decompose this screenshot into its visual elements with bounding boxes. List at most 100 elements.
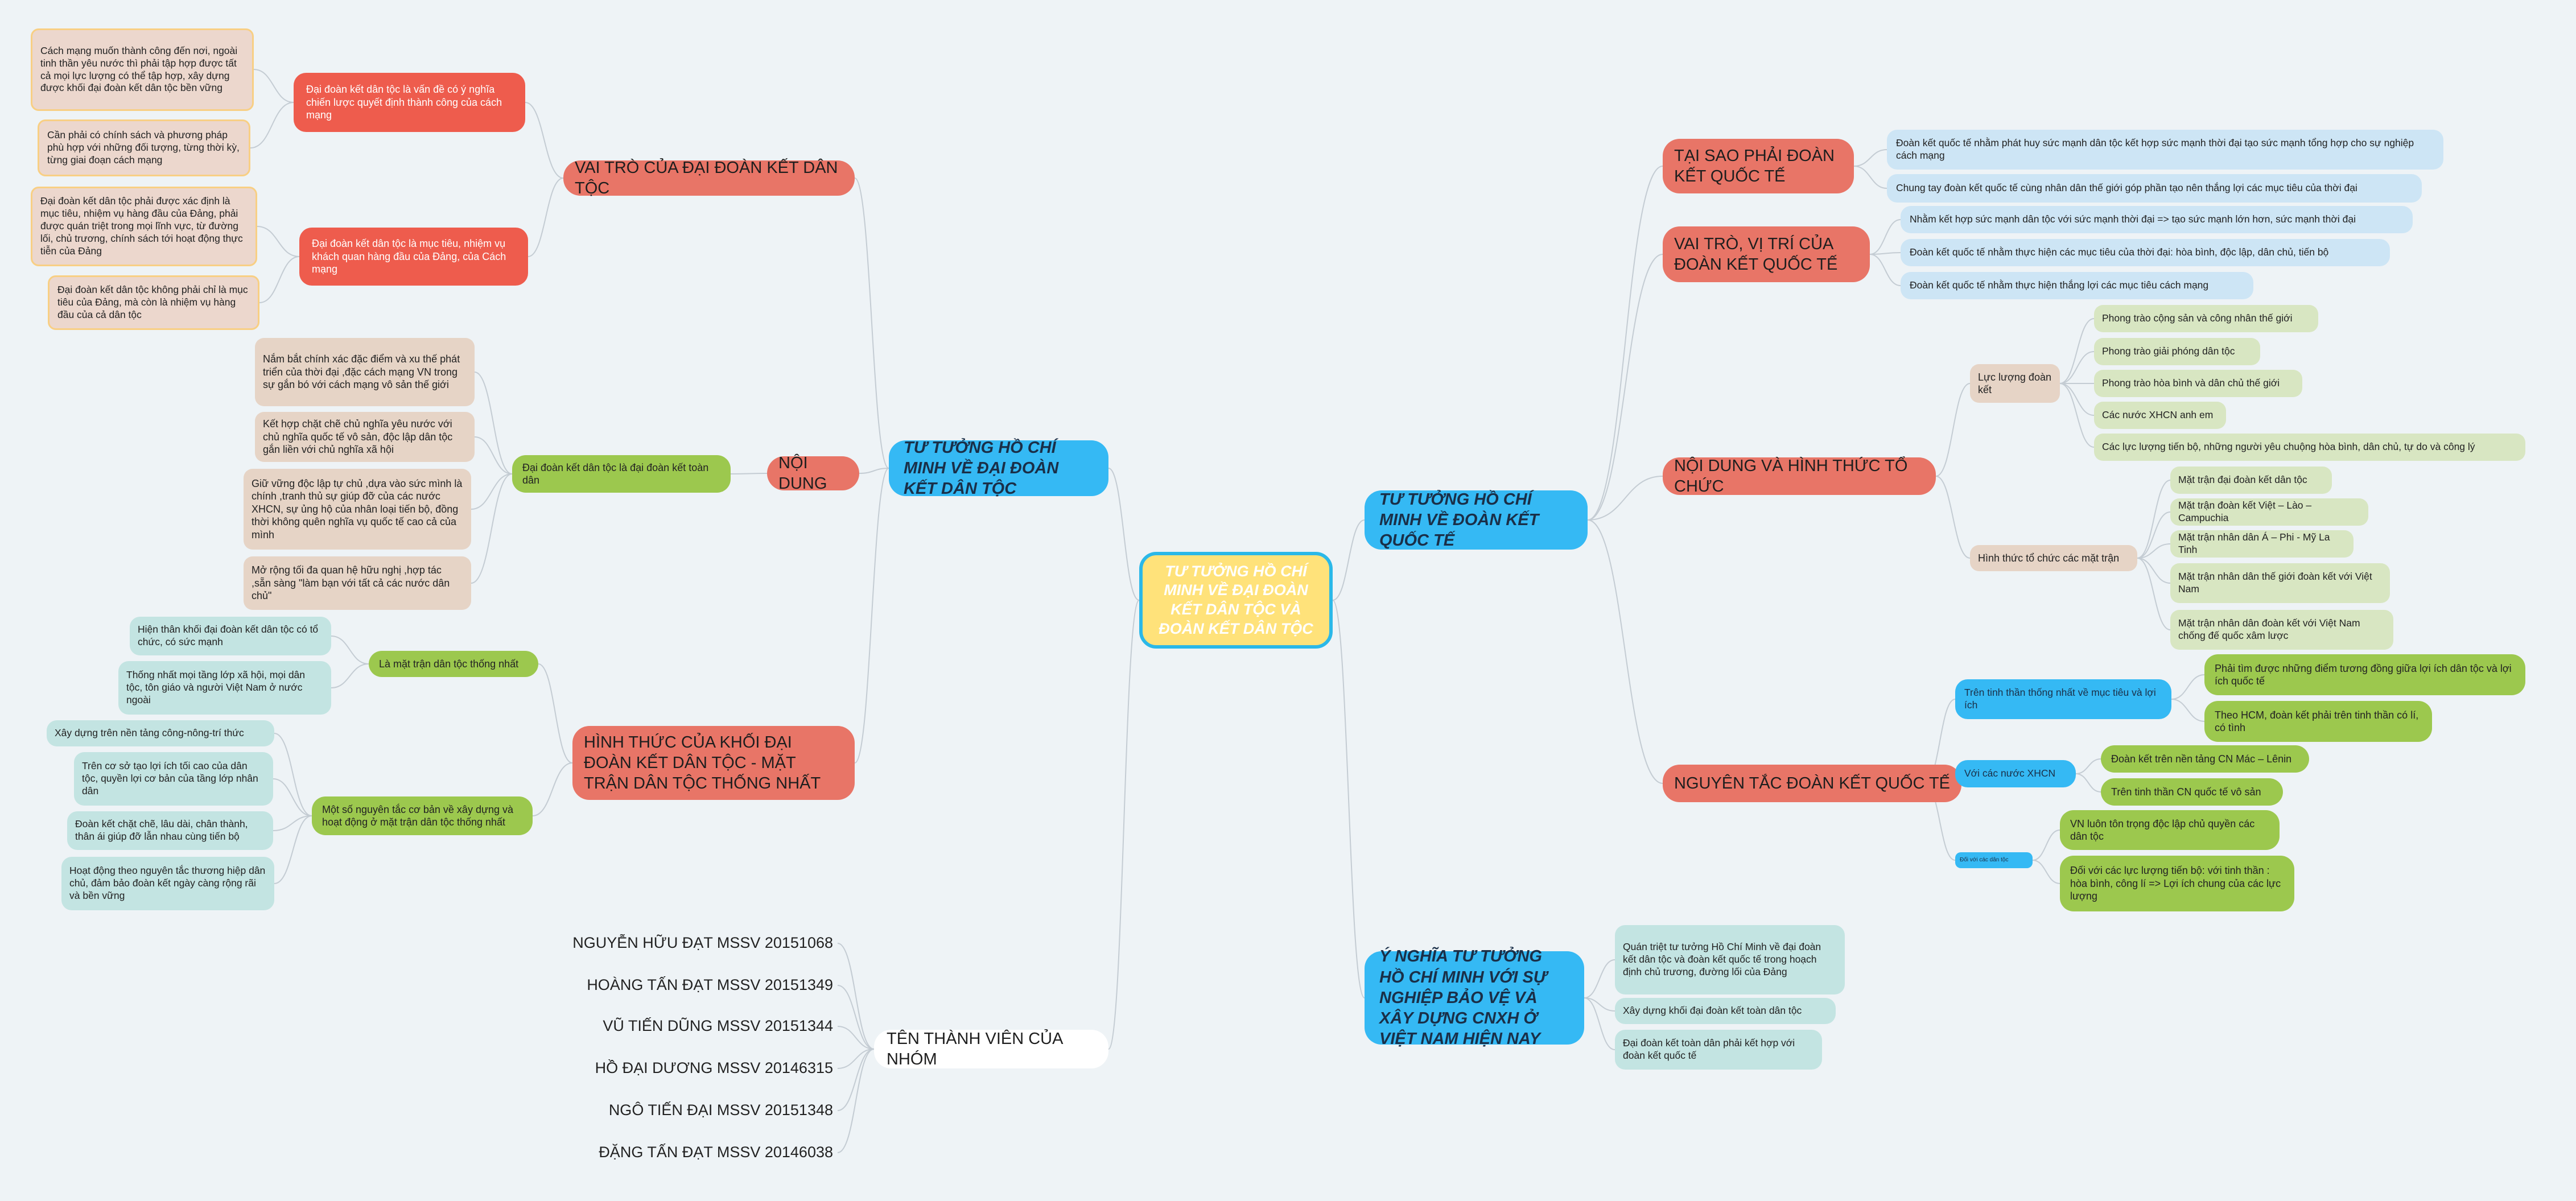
connector-line <box>854 178 889 469</box>
item-text: Hiện thân khối đại đoàn kết dân tộc có t… <box>138 624 319 647</box>
connector-line <box>2032 860 2060 884</box>
item-quan-triet-tu-tuong[interactable]: Quán triệt tư tưởng Hồ Chí Minh về đại đ… <box>1615 925 1845 994</box>
topic-thanh-vien[interactable]: TÊN THÀNH VIÊN CỦA NHÓM <box>874 1030 1108 1068</box>
connector-line <box>1108 600 1140 1050</box>
item-chong-de-quoc[interactable]: Mặt trận nhân dân đoàn kết với Việt Nam … <box>2170 610 2393 650</box>
connector-line <box>527 178 564 257</box>
node-label: Đại đoàn kết dân tộc là mục tiêu, nhiệm … <box>312 238 506 275</box>
branch-nguyen-tac[interactable]: NGUYÊN TẮC ĐOÀN KẾT QUỐC TẾ <box>1663 765 1962 802</box>
node-cac-dan-toc[interactable]: Đối với các dân tộc <box>1955 852 2033 868</box>
item-phat-huy-suc-manh[interactable]: Đoàn kết quốc tế nhằm phát huy sức mạnh … <box>1887 130 2443 170</box>
item-hien-than-khoi[interactable]: Hiện thân khối đại đoàn kết dân tộc có t… <box>130 617 331 655</box>
branch-tai-sao[interactable]: TẠI SAO PHẢI ĐOÀN KẾT QUỐC TẾ <box>1663 139 1854 193</box>
item-mac-lenin[interactable]: Đoàn kết trên nền tảng CN Mác – Lênin <box>2101 745 2309 773</box>
item-ket-hop-quoc-te[interactable]: Đại đoàn kết toàn dân phải kết hợp với đ… <box>1615 1030 1822 1070</box>
item-yeu-nuoc-quoc-te[interactable]: Kết hợp chặt chẽ chủ nghĩa yêu nước với … <box>255 412 475 462</box>
node-doan-ket-toan-dan[interactable]: Đại đoàn kết dân tộc là đại đoàn kết toà… <box>512 455 731 493</box>
topic-doan-ket-quoc-te[interactable]: TƯ TƯỞNG HỒ CHÍ MINH VỀ ĐOÀN KẾT QUỐC TẾ <box>1365 490 1588 550</box>
item-the-gioi-doan-ket-vn[interactable]: Mặt trận nhân dân thế giới đoàn kết với … <box>2170 563 2390 603</box>
item-xay-dung-khoi[interactable]: Xây dựng khối đại đoàn kết toàn dân tộc <box>1615 998 1836 1024</box>
connector-line <box>474 372 513 474</box>
central-topic-text: TƯ TƯỞNG HỒ CHÍ MINH VỀ ĐẠI ĐOÀN KẾT DÂN… <box>1159 562 1313 637</box>
member-name: HỒ ĐẠI DƯƠNG MSSV 20146315 <box>595 1059 833 1077</box>
node-label: Là mặt trận dân tộc thống nhất <box>379 658 519 670</box>
item-loi-ich-toi-cao[interactable]: Trên cơ sở tạo lợi ích tối cao của dân t… <box>74 752 273 806</box>
member-2[interactable]: HOÀNG TẤN ĐẠT MSSV 20151349 <box>535 973 838 998</box>
item-text: VN luôn tôn trọng độc lập chủ quyền các … <box>2070 818 2255 843</box>
node-vai-tro-chien-luoc[interactable]: Đại đoàn kết dân tộc là vấn đề có ý nghĩ… <box>294 73 525 132</box>
node-cac-nuoc-xhcn[interactable]: Với các nước XHCN <box>1955 760 2076 787</box>
connector-line <box>1869 219 1901 255</box>
item-thuong-hiep-dan-chu[interactable]: Hoạt động theo nguyên tắc thương hiệp dâ… <box>61 857 274 910</box>
item-text: Phong trào hòa bình và dân chủ thế giới <box>2102 377 2280 389</box>
item-text: Trên tinh thần CN quốc tế vô sản <box>2111 786 2261 798</box>
connector-line <box>2137 511 2171 559</box>
item-viet-lao-campuchia[interactable]: Mặt trận đoàn kết Việt – Lào – Campuchia <box>2170 498 2368 526</box>
connector-line <box>2059 383 2095 448</box>
connector-line <box>837 1049 875 1111</box>
item-cong-san-cong-nhan[interactable]: Phong trào cộng sản và công nhân thế giớ… <box>2094 305 2318 332</box>
connector-line <box>1935 383 1971 477</box>
note-chinh-sach-phuong-phap[interactable]: Cần phải có chính sách và phương pháp ph… <box>38 119 250 176</box>
node-thong-nhat-muc-tieu[interactable]: Trên tinh thần thống nhất về mục tiêu và… <box>1955 679 2171 719</box>
item-chung-tay[interactable]: Chung tay đoàn kết quốc tế cùng nhân dân… <box>1887 174 2422 203</box>
item-text: Mặt trận nhân dân đoàn kết với Việt Nam … <box>2178 617 2360 641</box>
connector-line <box>1584 959 1615 998</box>
note-muc-tieu-nhiem-vu[interactable]: Đại đoàn kết dân tộc phải được xác định … <box>31 187 257 266</box>
connector-line <box>859 468 889 474</box>
connector-line <box>525 102 564 179</box>
item-quan-he-huu-nghi[interactable]: Mở rộng tối đa quan hệ hữu nghị ,hợp tác… <box>244 556 471 610</box>
central-topic[interactable]: TƯ TƯỞNG HỒ CHÍ MINH VỀ ĐẠI ĐOÀN KẾT DÂN… <box>1139 552 1333 649</box>
item-xu-the-thoi-dai[interactable]: Nắm bắt chính xác đặc điểm và xu thế phá… <box>255 338 475 406</box>
item-quoc-te-vo-san[interactable]: Trên tinh thần CN quốc tế vô sản <box>2101 778 2283 806</box>
item-luc-luong-tien-bo[interactable]: Các lực lượng tiến bộ, những người yêu c… <box>2094 434 2525 461</box>
node-label: Đại đoàn kết dân tộc là vấn đề có ý nghĩ… <box>306 84 502 121</box>
node-hinh-thuc-mat-tran[interactable]: Hình thức tổ chức các mặt trận <box>1970 545 2137 571</box>
item-text: Mặt trận nhân dân thế giới đoàn kết với … <box>2178 571 2372 595</box>
connector-line <box>331 663 369 688</box>
branch-noi-dung[interactable]: NỘI DUNG <box>767 454 859 493</box>
item-a-phi-my-la-tinh[interactable]: Mặt trận nhân dân Á – Phi - Mỹ La Tinh <box>2170 530 2354 558</box>
item-muc-tieu-thoi-dai[interactable]: Đoàn kết quốc tế nhằm thực hiện các mục … <box>1901 239 2390 266</box>
connector-line <box>2137 480 2171 559</box>
member-name: ĐẶNG TẤN ĐẠT MSSV 20146038 <box>599 1144 833 1161</box>
node-luc-luong-doan-ket[interactable]: Lực lượng đoàn kết <box>1970 364 2060 403</box>
item-doc-lap-tu-chu[interactable]: Giữ vững độc lập tự chủ ,dựa vào sức mìn… <box>244 469 471 550</box>
topic-dai-doan-ket-dan-toc[interactable]: TƯ TƯỞNG HỒ CHÍ MINH VỀ ĐẠI ĐOÀN KẾT DÂN… <box>889 439 1108 498</box>
item-thang-loi-cach-mang[interactable]: Đoàn kết quốc tế nhằm thực hiện thắng lợ… <box>1901 272 2253 299</box>
item-thong-nhat-tang-lop[interactable]: Thống nhất mọi tầng lớp xã hội, mọi dân … <box>118 661 331 715</box>
member-4[interactable]: HỒ ĐẠI DƯƠNG MSSV 20146315 <box>535 1056 838 1081</box>
item-co-li-co-tinh[interactable]: Theo HCM, đoàn kết phải trên tinh thần c… <box>2204 701 2432 742</box>
member-5[interactable]: NGÔ TIẾN ĐẠI MSSV 20151348 <box>535 1098 838 1123</box>
item-xhcn-anh-em[interactable]: Các nước XHCN anh em <box>2094 402 2226 429</box>
member-3[interactable]: VŨ TIẾN DŨNG MSSV 20151344 <box>535 1014 838 1039</box>
branch-vai-tro-quoc-te[interactable]: VAI TRÒ, VỊ TRÍ CỦA ĐOÀN KẾT QUỐC TẾ <box>1663 226 1870 282</box>
branch-noi-dung-hinh-thuc[interactable]: NỘI DUNG VÀ HÌNH THỨC TỔ CHỨC <box>1663 457 1936 496</box>
item-doan-ket-chat-che[interactable]: Đoàn kết chặt chẽ, lâu dài, chân thành, … <box>67 811 273 850</box>
topic-y-nghia[interactable]: Ý NGHĨA TƯ TƯỞNG HỒ CHÍ MINH VỚI SỰ NGHI… <box>1365 947 1584 1048</box>
member-6[interactable]: ĐẶNG TẤN ĐẠT MSSV 20146038 <box>535 1140 838 1165</box>
node-label: Hình thức tổ chức các mặt trận <box>1978 552 2120 564</box>
item-giai-phong-dan-toc[interactable]: Phong trào giải phóng dân tộc <box>2094 338 2260 365</box>
connector-line <box>837 1026 875 1050</box>
item-hoa-binh-dan-chu[interactable]: Phong trào hòa bình và dân chủ thế giới <box>2094 370 2302 397</box>
node-nguyen-tac-co-ban[interactable]: Một số nguyên tắc cơ bản về xây dựng và … <box>312 796 533 835</box>
item-text: Đoàn kết trên nền tảng CN Mác – Lênin <box>2111 753 2292 765</box>
node-label: Đại đoàn kết dân tộc là đại đoàn kết toà… <box>522 461 709 486</box>
note-nhiem-vu-ca-dan-toc[interactable]: Đại đoàn kết dân tộc không phải chỉ là m… <box>48 275 259 330</box>
item-diem-tuong-dong[interactable]: Phải tìm được những điểm tương đồng giữa… <box>2204 654 2525 695</box>
member-1[interactable]: NGUYỄN HỮU ĐẠT MSSV 20151068 <box>535 931 838 956</box>
item-ket-hop-suc-manh[interactable]: Nhằm kết hợp sức mạnh dân tộc với sức mạ… <box>1901 206 2413 233</box>
node-vai-tro-muc-tieu[interactable]: Đại đoàn kết dân tộc là mục tiêu, nhiệm … <box>299 228 528 286</box>
note-cach-mang-thanh-cong[interactable]: Cách mạng muốn thành công đến nơi, ngoài… <box>31 28 254 111</box>
item-mat-tran-dai-doan-ket[interactable]: Mặt trận đại đoàn kết dân tộc <box>2170 467 2332 494</box>
connector-line <box>1587 476 1663 521</box>
connector-line <box>2171 699 2205 722</box>
node-mat-tran-thong-nhat[interactable]: Là mặt trận dân tộc thống nhất <box>369 651 538 677</box>
item-cong-nong-tri-thuc[interactable]: Xây dựng trên nền tảng công-nông-trí thứ… <box>47 720 274 746</box>
branch-vai-tro-dai-doan-ket[interactable]: VAI TRÒ CỦA ĐẠI ĐOÀN KẾT DÂN TỘC <box>563 159 855 197</box>
item-ton-trong-doc-lap[interactable]: VN luôn tôn trọng độc lập chủ quyền các … <box>2060 810 2280 850</box>
branch-hinh-thuc-mat-tran[interactable]: HÌNH THỨC CỦA KHỐI ĐẠI ĐOÀN KẾT DÂN TỘC … <box>572 726 855 800</box>
item-luc-luong-tien-bo-hoa-binh[interactable]: Đối với các lực lượng tiến bộ: với tinh … <box>2060 856 2294 911</box>
node-label: Đối với các dân tộc <box>1960 856 2009 863</box>
